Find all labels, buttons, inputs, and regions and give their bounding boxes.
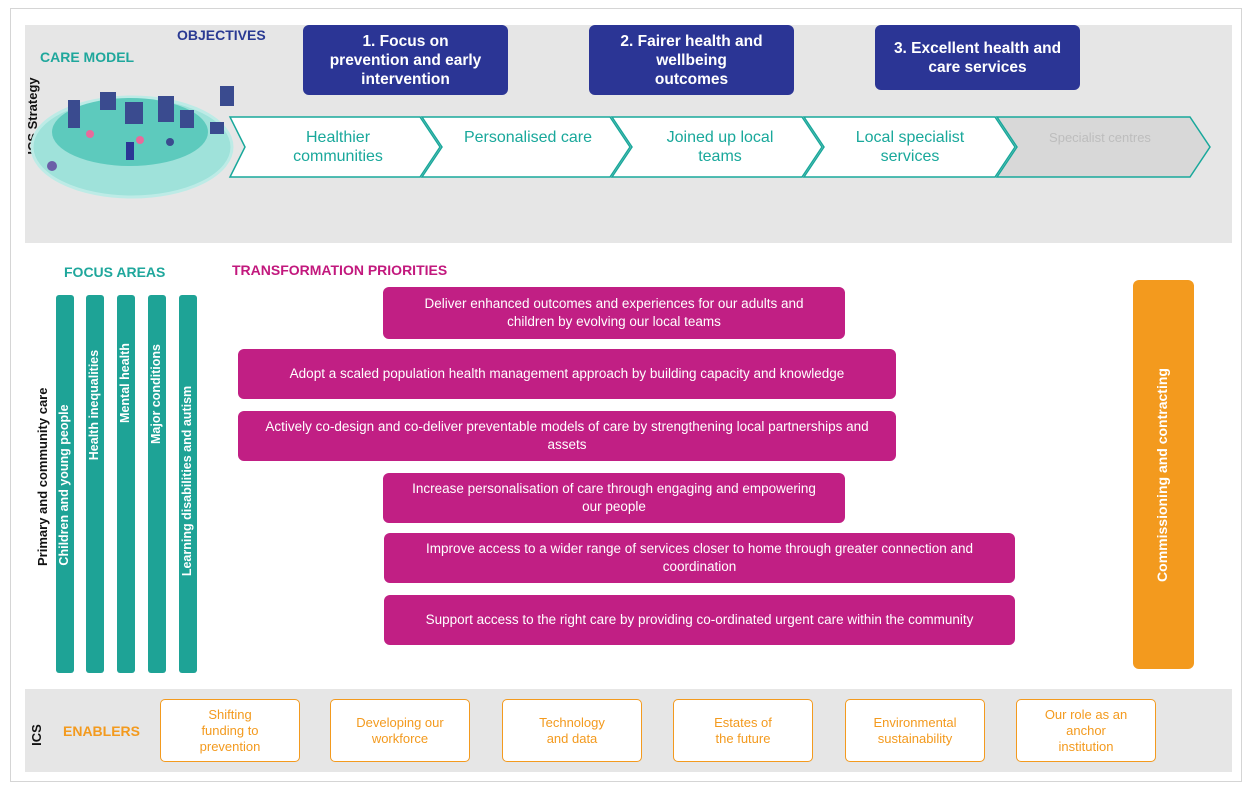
- focus-label-4: Major conditions: [149, 344, 163, 444]
- focus-bar-4: [148, 295, 166, 673]
- illustration-person-2: [136, 136, 144, 144]
- objective-1: 1. Focus on prevention and early interve…: [303, 25, 508, 95]
- chevron-1-label: Healthier communities: [293, 129, 383, 165]
- chevron-1-shape: [228, 116, 441, 178]
- enabler-6: Our role as an anchor institution: [1016, 699, 1156, 762]
- chevron-4-label: Local specialist services: [855, 129, 965, 165]
- illustration-person-1: [86, 130, 94, 138]
- illustration-building-4: [158, 96, 174, 122]
- chevron-3-label: Joined up local teams: [666, 129, 774, 165]
- enablers-side-label: ICS: [29, 724, 44, 746]
- illustration-building-7: [210, 122, 224, 134]
- priority-6: Support access to the right care by prov…: [384, 595, 1015, 645]
- illustration-person-body: [126, 142, 134, 160]
- illustration-building-1: [68, 100, 80, 128]
- chevron-2-shape: [420, 116, 631, 178]
- objective-2: 2. Fairer health and wellbeing outcomes: [589, 25, 794, 95]
- focus-label-5: Learning disabilities and autism: [180, 385, 194, 577]
- focus-label-3: Mental health: [118, 343, 132, 423]
- illustration-building-6: [220, 86, 234, 106]
- priority-2: Adopt a scaled population health managem…: [238, 349, 896, 399]
- focus-label-1: Children and young people: [57, 404, 71, 566]
- illustration-person-4: [47, 161, 57, 171]
- focus-bar-5: [179, 295, 197, 673]
- chevron-4-shape: [802, 116, 1016, 178]
- care-model-title: CARE MODEL: [40, 49, 135, 65]
- illustration-building-2: [100, 92, 116, 110]
- priority-5: Improve access to a wider range of servi…: [384, 533, 1015, 583]
- focus-bar-1: [56, 295, 74, 673]
- focus-label-2: Health inequalities: [87, 349, 101, 461]
- middle-side-label: Primary and community care: [35, 387, 50, 566]
- enabler-5: Environmental sustainability: [845, 699, 985, 762]
- priorities-title: TRANSFORMATION PRIORITIES: [232, 262, 448, 278]
- focus-bar-2: [86, 295, 104, 673]
- focus-bar-3: [117, 295, 135, 673]
- care-model-illustration: [30, 86, 234, 199]
- chevron-3-shape: [610, 116, 823, 178]
- illustration-person-3: [166, 138, 174, 146]
- enabler-2: Developing our workforce: [330, 699, 470, 762]
- priority-3: Actively co-design and co-deliver preven…: [238, 411, 896, 461]
- illustration-building-3: [125, 102, 143, 124]
- chevron-5-label: Specialist centres: [1049, 130, 1151, 145]
- objectives-title: OBJECTIVES: [177, 27, 266, 43]
- commissioning-bar: [1133, 280, 1194, 669]
- focus-areas-title: FOCUS AREAS: [64, 264, 166, 280]
- commissioning-label: Commissioning and contracting: [1154, 368, 1170, 582]
- priority-4: Increase personalisation of care through…: [383, 473, 845, 523]
- enabler-4: Estates of the future: [673, 699, 813, 762]
- illustration-building-5: [180, 110, 194, 128]
- enablers-title: ENABLERS: [63, 723, 141, 739]
- objective-3: 3. Excellent health and care services: [875, 25, 1080, 90]
- enabler-1: Shifting funding to prevention: [160, 699, 300, 762]
- priority-1: Deliver enhanced outcomes and experience…: [383, 287, 845, 339]
- chevron-5-shape: [995, 116, 1211, 178]
- enabler-3: Technology and data: [502, 699, 642, 762]
- chevron-2-label: Personalised care: [463, 129, 593, 146]
